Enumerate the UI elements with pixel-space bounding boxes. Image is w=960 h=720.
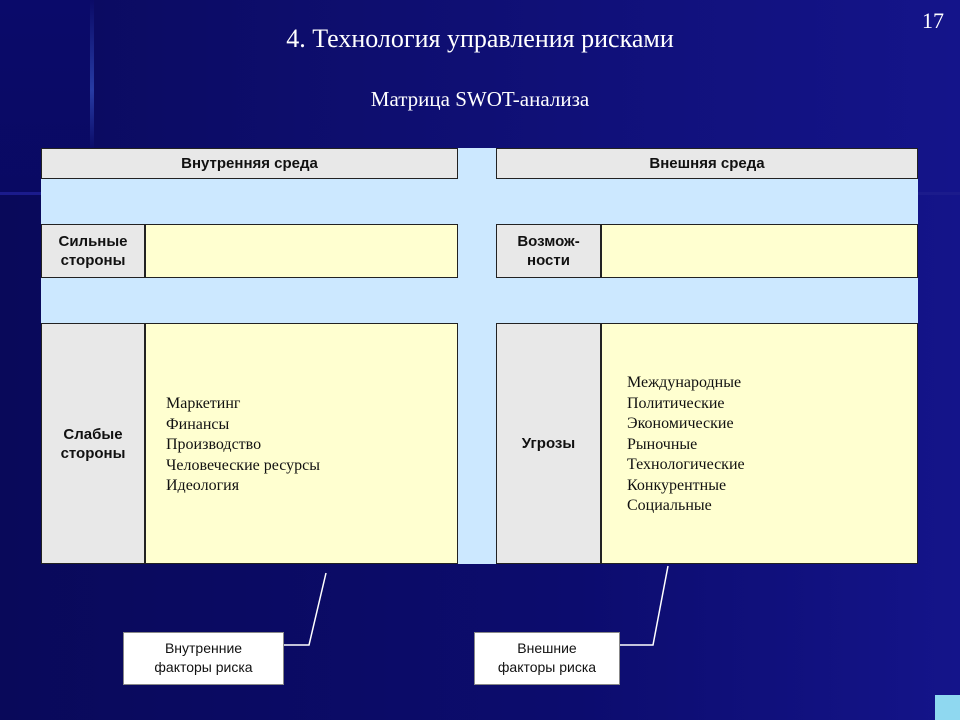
list-item: Конкурентные <box>627 476 727 494</box>
slide-number: 17 <box>922 8 944 33</box>
list-item: Рыночные <box>627 435 698 453</box>
external-header: Внешняя среда <box>496 148 918 179</box>
list-item: Технологические <box>627 456 745 473</box>
threats-content: Международные Политические Экономические… <box>601 323 918 564</box>
callout-internal-risk-factors: Внутренние факторы риска <box>123 632 284 685</box>
list-item: Международные <box>627 374 742 391</box>
callout-external-risk-factors: Внешние факторы риска <box>474 632 620 685</box>
list-item: Производство <box>166 436 262 453</box>
band-row-middle <box>41 278 918 323</box>
background-accent-line <box>90 0 94 150</box>
list-item: Политические <box>627 394 725 412</box>
corner-decoration <box>935 695 960 720</box>
connector-external <box>620 565 669 646</box>
weaknesses-content: Маркетинг Финансы Производство Человечес… <box>145 323 458 564</box>
vertical-band <box>458 148 496 564</box>
slide-title: 4. Технология управления рисками <box>286 24 674 53</box>
list-item: Идеология <box>166 477 240 494</box>
internal-header: Внутренняя среда <box>41 148 458 179</box>
band-row-top-left <box>41 179 458 224</box>
list-item: Финансы <box>166 415 230 433</box>
list-item: Человеческие ресурсы <box>166 456 320 474</box>
band-row-top-right <box>496 179 918 224</box>
connector-internal <box>284 572 327 646</box>
list-item: Социальные <box>627 497 712 514</box>
opportunities-label: Возмож-ности <box>496 224 601 278</box>
opportunities-content <box>601 224 918 278</box>
list-item: Экономические <box>627 415 734 432</box>
weaknesses-list: Маркетинг Финансы Производство Человечес… <box>166 394 320 497</box>
threats-label: Угрозы <box>496 323 601 564</box>
list-item: Маркетинг <box>166 395 241 412</box>
strengths-content <box>145 224 458 278</box>
slide-subtitle: Матрица SWOT-анализа <box>370 87 590 111</box>
threats-list: Международные Политические Экономические… <box>627 373 745 517</box>
